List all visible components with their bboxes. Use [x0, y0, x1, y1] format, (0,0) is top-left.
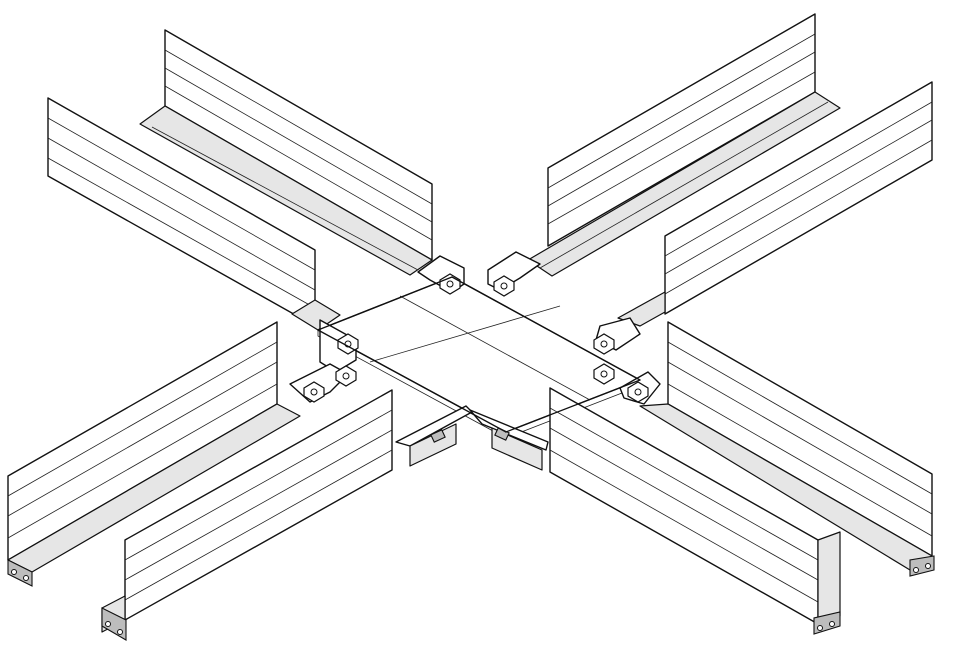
nut-6 — [593, 333, 615, 355]
nut-7 — [593, 363, 615, 385]
nut-4 — [335, 365, 357, 387]
outline-accents — [317, 276, 641, 433]
front-bracket-right — [469, 409, 549, 471]
arm-lower-left-back — [7, 321, 301, 587]
front-bracket-left — [395, 405, 473, 467]
nut-5 — [303, 381, 325, 403]
arm-upper-right-front — [617, 81, 933, 327]
arm-upper-left-back — [139, 29, 433, 276]
arm-lower-right-back — [639, 321, 935, 577]
nut-2 — [493, 275, 515, 297]
arm-upper-right-back — [527, 13, 841, 277]
arm-lower-left-front — [101, 389, 393, 641]
arm-upper-left-front — [47, 97, 341, 331]
arm-lower-right-front — [549, 387, 841, 635]
nut-8 — [627, 381, 649, 403]
